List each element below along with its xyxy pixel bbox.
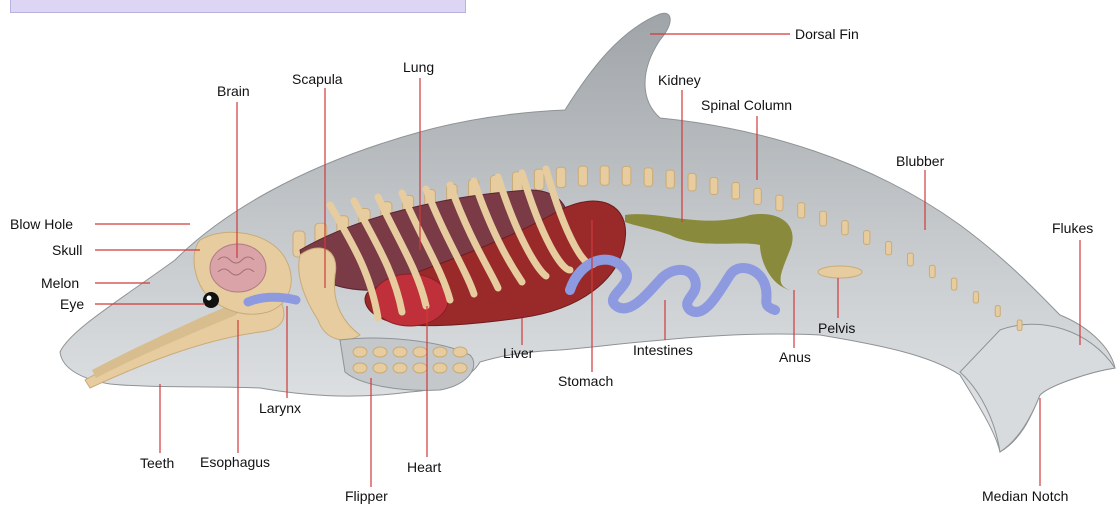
heart-shape (372, 274, 448, 326)
flipper-bone (413, 347, 427, 357)
vertebra (973, 292, 978, 303)
label-intestines: Intestines (633, 342, 693, 358)
label-scapula: Scapula (292, 71, 343, 87)
label-flukes: Flukes (1052, 220, 1093, 236)
vertebra (534, 169, 544, 190)
vertebra (666, 170, 674, 188)
label-spinal-column: Spinal Column (701, 97, 792, 113)
label-eye: Eye (60, 296, 84, 312)
eye-shape (203, 292, 219, 308)
vertebra (907, 253, 913, 266)
label-heart: Heart (407, 459, 441, 475)
pelvis-bone (818, 266, 862, 278)
label-lung: Lung (403, 59, 434, 75)
vertebra (600, 166, 609, 185)
label-median-notch: Median Notch (982, 488, 1068, 504)
flipper-bone (373, 363, 387, 373)
label-liver: Liver (503, 345, 534, 361)
flipper-bone (413, 363, 427, 373)
larynx-shape (248, 297, 296, 302)
label-stomach: Stomach (558, 373, 613, 389)
vertebra (710, 177, 718, 194)
vertebra (951, 278, 956, 290)
label-blubber: Blubber (896, 153, 945, 169)
eye-highlight (207, 296, 212, 301)
vertebra (842, 221, 849, 235)
label-larynx: Larynx (259, 400, 301, 416)
label-kidney: Kidney (658, 72, 701, 88)
label-teeth: Teeth (140, 455, 174, 471)
flipper-bone (433, 363, 447, 373)
flipper-bone (373, 347, 387, 357)
vertebra (688, 173, 696, 190)
label-anus: Anus (779, 349, 811, 365)
flipper-bone (353, 363, 367, 373)
label-pelvis: Pelvis (818, 320, 855, 336)
vertebra (732, 182, 740, 199)
label-flipper: Flipper (345, 488, 388, 504)
vertebra (622, 166, 631, 185)
label-skull: Skull (52, 242, 82, 258)
flipper-bone (433, 347, 447, 357)
vertebra (578, 166, 587, 186)
vertebra (820, 211, 827, 226)
brain-shape (210, 244, 266, 292)
vertebra (776, 195, 783, 211)
vertebra (929, 265, 935, 277)
label-brain: Brain (217, 83, 250, 99)
vertebra (798, 203, 805, 218)
label-dorsal-fin: Dorsal Fin (795, 26, 859, 42)
flipper-bone (453, 347, 467, 357)
vertebra (556, 167, 565, 187)
flipper-bone (393, 347, 407, 357)
vertebra (886, 242, 892, 255)
vertebra (754, 188, 761, 204)
vertebra (864, 231, 870, 245)
label-melon: Melon (41, 275, 79, 291)
flipper-bone (393, 363, 407, 373)
flipper-bone (453, 363, 467, 373)
flipper-bone (353, 347, 367, 357)
label-blow-hole: Blow Hole (10, 216, 73, 232)
vertebra (644, 168, 653, 186)
vertebra (995, 306, 1000, 317)
vertebra (1017, 320, 1022, 330)
label-esophagus: Esophagus (200, 454, 270, 470)
